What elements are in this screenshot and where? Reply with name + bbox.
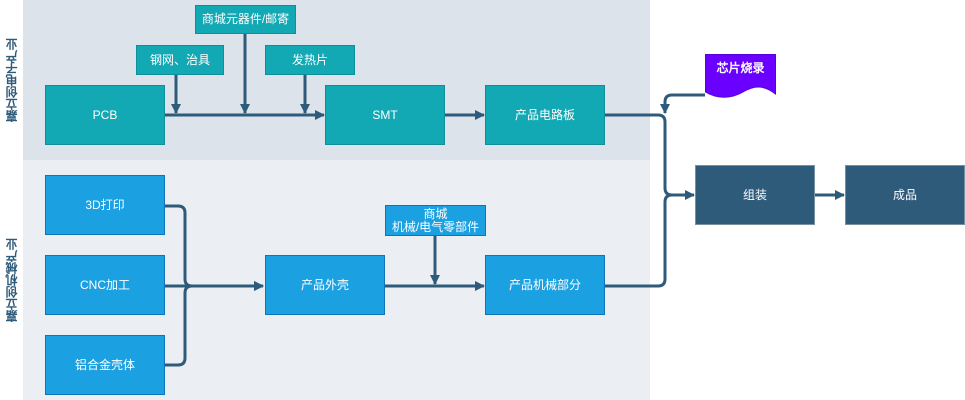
node-pcb[interactable]: PCB [45, 85, 165, 145]
node-heatsink[interactable]: 发热片 [265, 45, 355, 75]
connector-board-assembly [605, 113, 695, 200]
node-mechanical-part[interactable]: 产品机械部分 [485, 255, 605, 315]
node-aluminum-case[interactable]: 铝合金壳体 [45, 335, 165, 395]
node-chip-programming[interactable]: 芯片烧录 [705, 54, 776, 98]
node-smt[interactable]: SMT [325, 85, 445, 145]
node-cnc[interactable]: CNC加工 [45, 255, 165, 315]
node-circuit-board[interactable]: 产品电路板 [485, 85, 605, 145]
connector-aluminum-shell [165, 284, 193, 367]
node-3d-print[interactable]: 3D打印 [45, 175, 165, 235]
document-shape [705, 54, 776, 98]
node-mall-components[interactable]: 商城元器件/邮寄 [195, 5, 296, 34]
connector-chip [660, 93, 705, 114]
connector-3d-shell [165, 204, 264, 291]
connector-mechanical-assembly [605, 193, 673, 288]
node-stencil[interactable]: 钢网、治具 [136, 45, 224, 75]
node-assembly[interactable]: 组装 [695, 165, 815, 225]
node-finished-product[interactable]: 成品 [845, 165, 965, 225]
node-product-shell[interactable]: 产品外壳 [265, 255, 385, 315]
node-mall-parts[interactable]: 商城 机械/电气零部件 [385, 205, 486, 236]
